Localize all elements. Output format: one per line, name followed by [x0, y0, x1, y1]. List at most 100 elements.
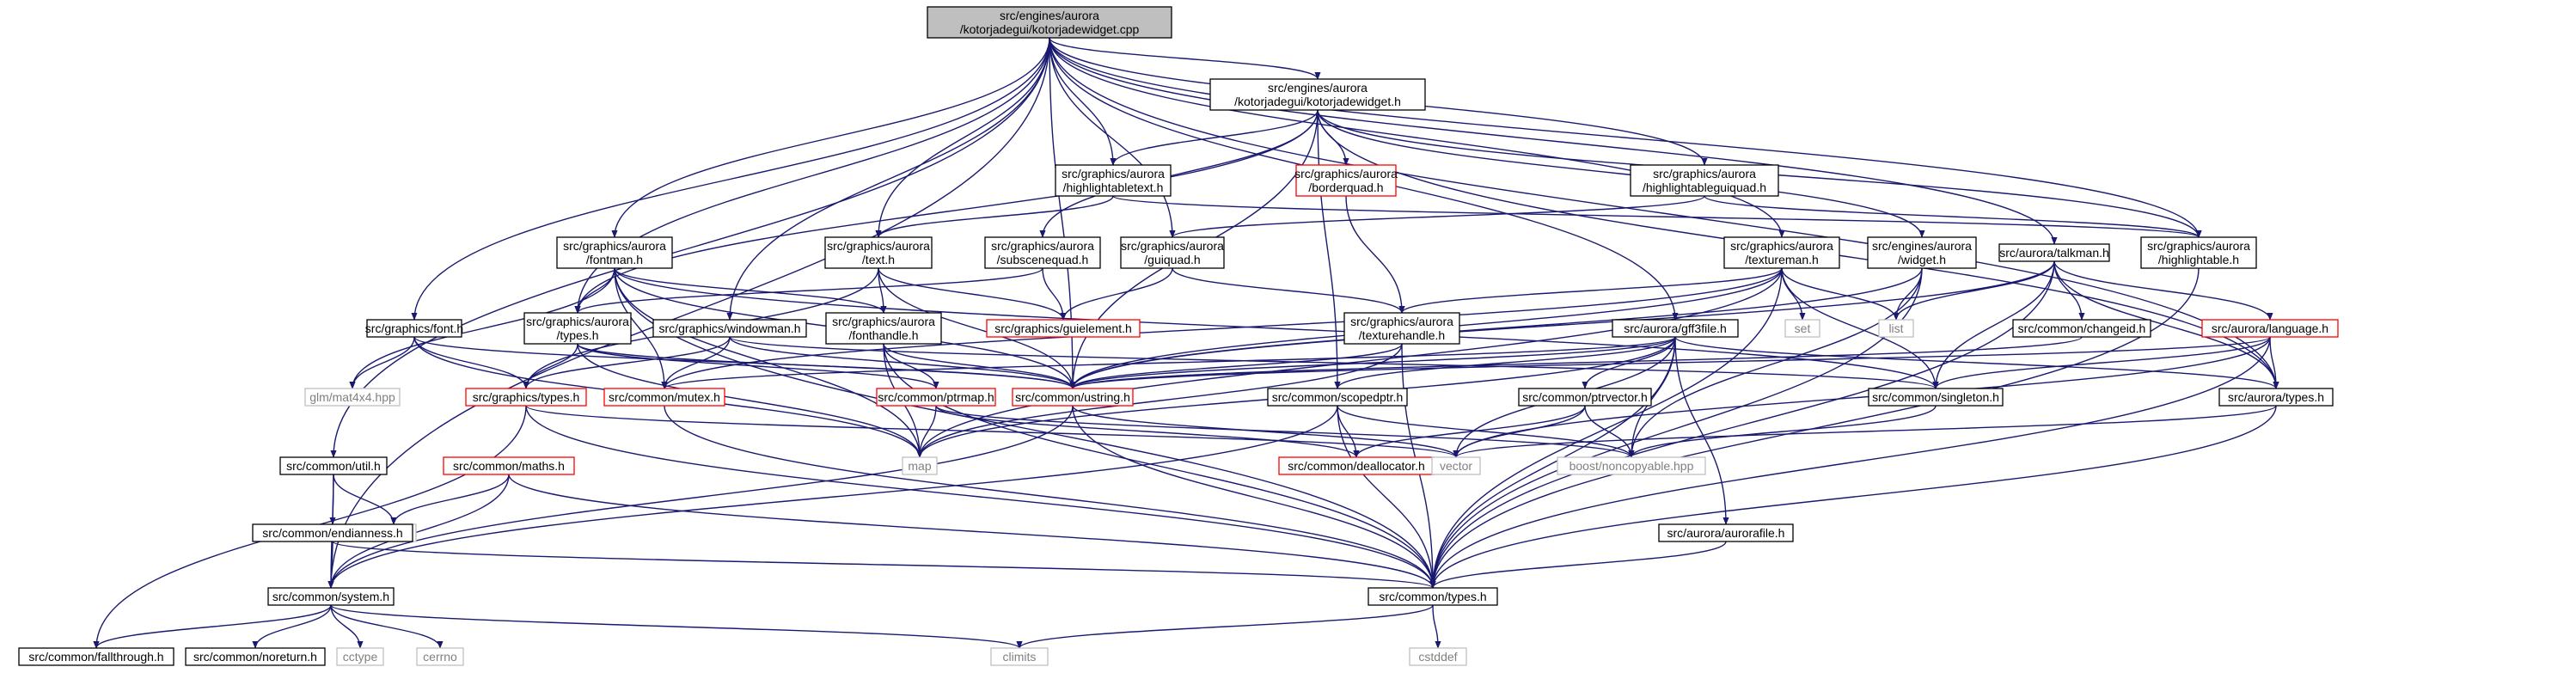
edge-textureman-to-texturehandle: [1398, 267, 1783, 314]
node-box-gff3file: [1612, 319, 1739, 338]
edge-root-to-ga_types: [574, 37, 1050, 314]
node-talkman[interactable]: src/aurora/talkman.h: [1998, 243, 2110, 262]
node-ptrmap[interactable]: src/common/ptrmap.h: [876, 388, 996, 407]
node-label-kjw_h-0: src/engines/aurora: [1268, 81, 1368, 95]
node-guiquad[interactable]: src/graphics/aurora/guiquad.h: [1120, 236, 1225, 269]
node-kjw_h[interactable]: src/engines/aurora/kotorjadegui/kotorjad…: [1209, 78, 1426, 111]
node-highlightable[interactable]: src/graphics/aurora/highlightable.h: [2140, 236, 2257, 269]
node-system[interactable]: src/common/system.h: [267, 587, 395, 606]
node-aurorafile[interactable]: src/aurora/aurorafile.h: [1658, 523, 1794, 542]
node-maths[interactable]: src/common/maths.h: [443, 456, 575, 475]
node-a_types[interactable]: src/aurora/types.h: [2218, 388, 2334, 407]
node-g_types[interactable]: src/graphics/types.h: [465, 388, 587, 407]
node-box-language: [2201, 319, 2339, 338]
node-fonthandle[interactable]: src/graphics/aurora/fonthandle.h: [825, 312, 942, 345]
node-label-highlightable-0: src/graphics/aurora: [2147, 239, 2250, 253]
node-box-maths: [443, 456, 575, 475]
edge-system-to-fallthrough: [93, 604, 332, 649]
node-label-guiquad-1: /guiquad.h: [1144, 253, 1200, 266]
node-subscenequad[interactable]: src/graphics/aurora/subscenequad.h: [984, 236, 1101, 269]
node-label-ptrvector-0: src/common/ptrvector.h: [1522, 390, 1648, 404]
edge-language-to-vector: [1453, 336, 2271, 458]
node-box-vector: [1431, 456, 1481, 475]
node-box-subscenequad: [984, 236, 1101, 269]
edge-hlguiquad-to-highlightable: [1704, 195, 2202, 238]
node-texturehandle[interactable]: src/graphics/aurora/texturehandle.h: [1343, 312, 1460, 345]
node-box-windowman: [652, 319, 807, 338]
node-label-talkman-0: src/aurora/talkman.h: [1999, 246, 2109, 260]
node-hlguiquad[interactable]: src/graphics/aurora/highlightableguiquad…: [1630, 164, 1779, 197]
node-root[interactable]: src/engines/aurora/kotorjadegui/kotorjad…: [927, 6, 1172, 39]
node-util[interactable]: src/common/util.h: [279, 456, 388, 475]
node-ga_types[interactable]: src/graphics/aurora/types.h: [523, 312, 632, 345]
edge-a_types-to-c_types: [1429, 405, 2277, 589]
node-windowman[interactable]: src/graphics/windowman.h: [652, 319, 807, 338]
node-scopedptr[interactable]: src/common/scopedptr.h: [1267, 388, 1408, 407]
edge-root-to-guiquad: [1049, 37, 1176, 238]
node-c_types[interactable]: src/common/types.h: [1368, 587, 1498, 606]
node-box-cctype: [336, 647, 384, 666]
edge-root-to-util: [330, 37, 1050, 458]
node-box-font_h: [366, 319, 462, 338]
node-label-map-0: map: [908, 459, 931, 473]
node-label-aurorafile-0: src/aurora/aurorafile.h: [1667, 526, 1785, 540]
edge-gff3file-to-c_types: [1429, 336, 1676, 589]
node-box-text_h: [824, 236, 933, 269]
node-list: list: [1878, 319, 1914, 338]
node-mutex[interactable]: src/common/mutex.h: [603, 388, 725, 407]
node-endianness[interactable]: src/common/endianness.h: [252, 523, 413, 542]
node-borderquad[interactable]: src/graphics/aurora/borderquad.h: [1294, 164, 1398, 197]
node-box-aurorafile: [1658, 523, 1794, 542]
node-changeid[interactable]: src/common/changeid.h: [2012, 319, 2151, 338]
edge-maths-to-cmath: [390, 474, 510, 525]
node-label-hlguiquad-0: src/graphics/aurora: [1653, 167, 1756, 180]
node-label-system-0: src/common/system.h: [272, 590, 389, 603]
edge-c_types-to-cstddef: [1432, 604, 1441, 649]
edge-system-to-climits: [330, 604, 1023, 649]
node-label-glm-0: glm/mat4x4.hpp: [309, 390, 395, 404]
node-language[interactable]: src/aurora/language.h: [2201, 319, 2339, 338]
node-fontman[interactable]: src/graphics/aurora/fontman.h: [556, 236, 673, 269]
node-font_h[interactable]: src/graphics/font.h: [365, 319, 463, 338]
edge-aurorafile-to-c_types: [1429, 541, 1727, 589]
edge-windowman-to-singleton: [729, 336, 1939, 389]
node-box-endianness: [252, 523, 413, 542]
node-label-ptrmap-0: src/common/ptrmap.h: [878, 390, 994, 404]
edge-ustring-to-c_types: [1072, 405, 1436, 589]
node-noreturn[interactable]: src/common/noreturn.h: [185, 647, 326, 666]
edge-root-to-highlightable: [1049, 37, 2202, 238]
edge-ptrvector-to-deallocator: [1353, 405, 1586, 458]
node-label-ga_types-1: /types.h: [556, 328, 598, 342]
node-box-guielement: [986, 319, 1141, 338]
node-guielement[interactable]: src/graphics/guielement.h: [986, 319, 1141, 338]
node-gff3file[interactable]: src/aurora/gff3file.h: [1612, 319, 1739, 338]
node-box-hltext: [1055, 164, 1172, 197]
node-map: map: [902, 456, 938, 475]
edge-g_types-to-c_types: [525, 405, 1436, 589]
edge-gff3file-to-mutex: [661, 336, 1676, 389]
node-ustring[interactable]: src/common/ustring.h: [1012, 388, 1134, 407]
node-label-hltext-1: /highlightabletext.h: [1063, 180, 1164, 194]
node-box-climits: [990, 647, 1049, 666]
node-label-endianness-0: src/common/endianness.h: [262, 526, 402, 540]
node-widget_h[interactable]: src/engines/aurora/widget.h: [1867, 236, 1977, 269]
node-deallocator[interactable]: src/common/deallocator.h: [1278, 456, 1435, 475]
node-box-glm: [304, 388, 401, 407]
node-glm: glm/mat4x4.hpp: [304, 388, 401, 407]
edge-gff3file-to-scopedptr: [1334, 336, 1676, 389]
node-label-texturehandle-0: src/graphics/aurora: [1350, 315, 1453, 328]
node-hltext[interactable]: src/graphics/aurora/highlightabletext.h: [1055, 164, 1172, 197]
node-label-borderquad-1: /borderquad.h: [1308, 180, 1383, 194]
node-ptrvector[interactable]: src/common/ptrvector.h: [1518, 388, 1652, 407]
node-label-font_h-0: src/graphics/font.h: [365, 321, 463, 335]
node-text_h[interactable]: src/graphics/aurora/text.h: [824, 236, 933, 269]
node-box-borderquad: [1295, 164, 1397, 197]
node-label-borderquad-0: src/graphics/aurora: [1294, 167, 1398, 180]
node-textureman[interactable]: src/graphics/aurora/textureman.h: [1723, 236, 1840, 269]
node-label-texturehandle-1: /texturehandle.h: [1359, 328, 1445, 342]
node-fallthrough[interactable]: src/common/fallthrough.h: [18, 647, 174, 666]
node-box-c_types: [1368, 587, 1498, 606]
node-label-noncopyable-0: boost/noncopyable.hpp: [1569, 459, 1694, 473]
edge-gff3file-to-aurorafile: [1674, 336, 1729, 525]
node-singleton[interactable]: src/common/singleton.h: [1868, 388, 2004, 407]
